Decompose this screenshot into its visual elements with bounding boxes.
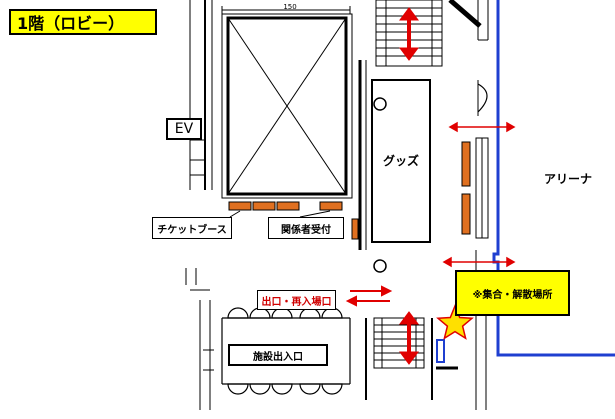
assembly-point-label: ※集合・解散場所 [455, 270, 570, 316]
staff-reception-label: 関係者受付 [268, 217, 344, 239]
side-structure [475, 80, 489, 410]
exit-arrows [345, 285, 393, 307]
lower-staircase [365, 317, 458, 400]
booth-leaders [229, 210, 331, 218]
goods-area [358, 60, 431, 273]
ticket-booth-label: チケットブース [152, 217, 232, 239]
left-structure [185, 0, 214, 410]
exit-reentry-label: 出口・再入場口 [257, 290, 336, 310]
side-seats [461, 141, 471, 235]
arena-label: アリーナ [543, 171, 592, 186]
dimension-label: 150 [283, 3, 297, 11]
goods-area-label: グッズ [382, 153, 419, 168]
assembly-marker [436, 339, 445, 363]
entrance-doors [221, 307, 351, 395]
booth-counters [228, 201, 359, 240]
dimension-line [221, 6, 351, 14]
facility-entrance-label: 施設出入口 [228, 344, 328, 366]
double-arrow-icon [442, 121, 516, 268]
star-icon [436, 304, 474, 340]
open-void [221, 13, 353, 199]
upper-staircase [375, 0, 443, 67]
vertical-arrow-upper [399, 7, 419, 61]
floor-title: 1階（ロビー） [9, 9, 157, 35]
diagonal-structure [448, 0, 489, 41]
elevator-label: EV [166, 118, 202, 140]
vertical-arrow-lower [399, 311, 419, 365]
